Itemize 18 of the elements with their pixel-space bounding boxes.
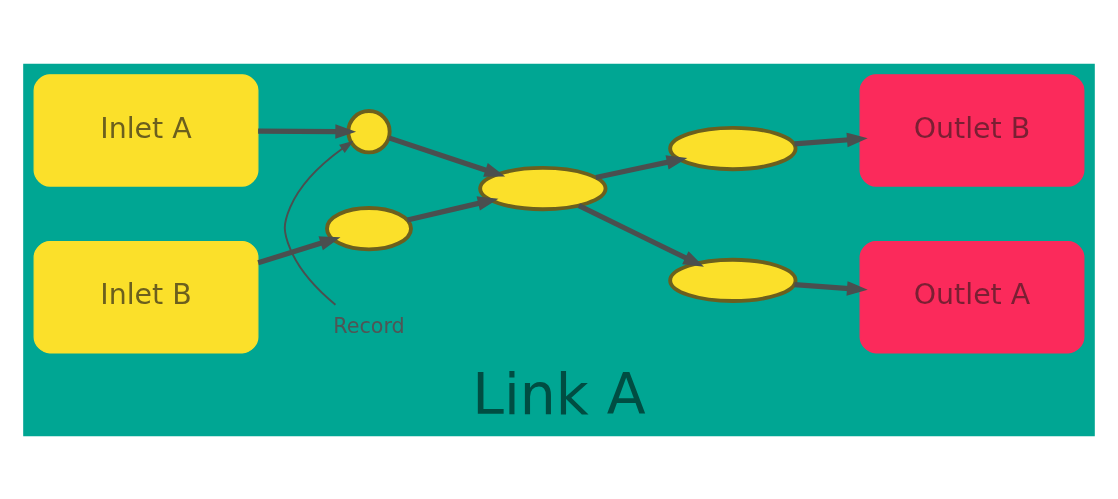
arrow bbox=[595, 154, 688, 180]
arrow bbox=[406, 195, 499, 222]
node-circle bbox=[668, 257, 798, 303]
arrow bbox=[794, 132, 868, 147]
arrow bbox=[257, 235, 341, 265]
arrow bbox=[388, 134, 506, 177]
arrow bbox=[283, 140, 354, 306]
node-box: Outlet A bbox=[859, 240, 1085, 353]
node-circle bbox=[668, 125, 798, 171]
node-box: Inlet B bbox=[33, 240, 259, 353]
node-box: Inlet A bbox=[33, 73, 259, 187]
node-circle bbox=[325, 205, 413, 251]
arrow bbox=[258, 123, 357, 139]
arrow bbox=[794, 280, 868, 296]
node-box: Outlet B bbox=[859, 73, 1085, 187]
arrow bbox=[577, 202, 704, 267]
node-circle bbox=[346, 108, 392, 154]
node-text: Record bbox=[333, 313, 405, 338]
